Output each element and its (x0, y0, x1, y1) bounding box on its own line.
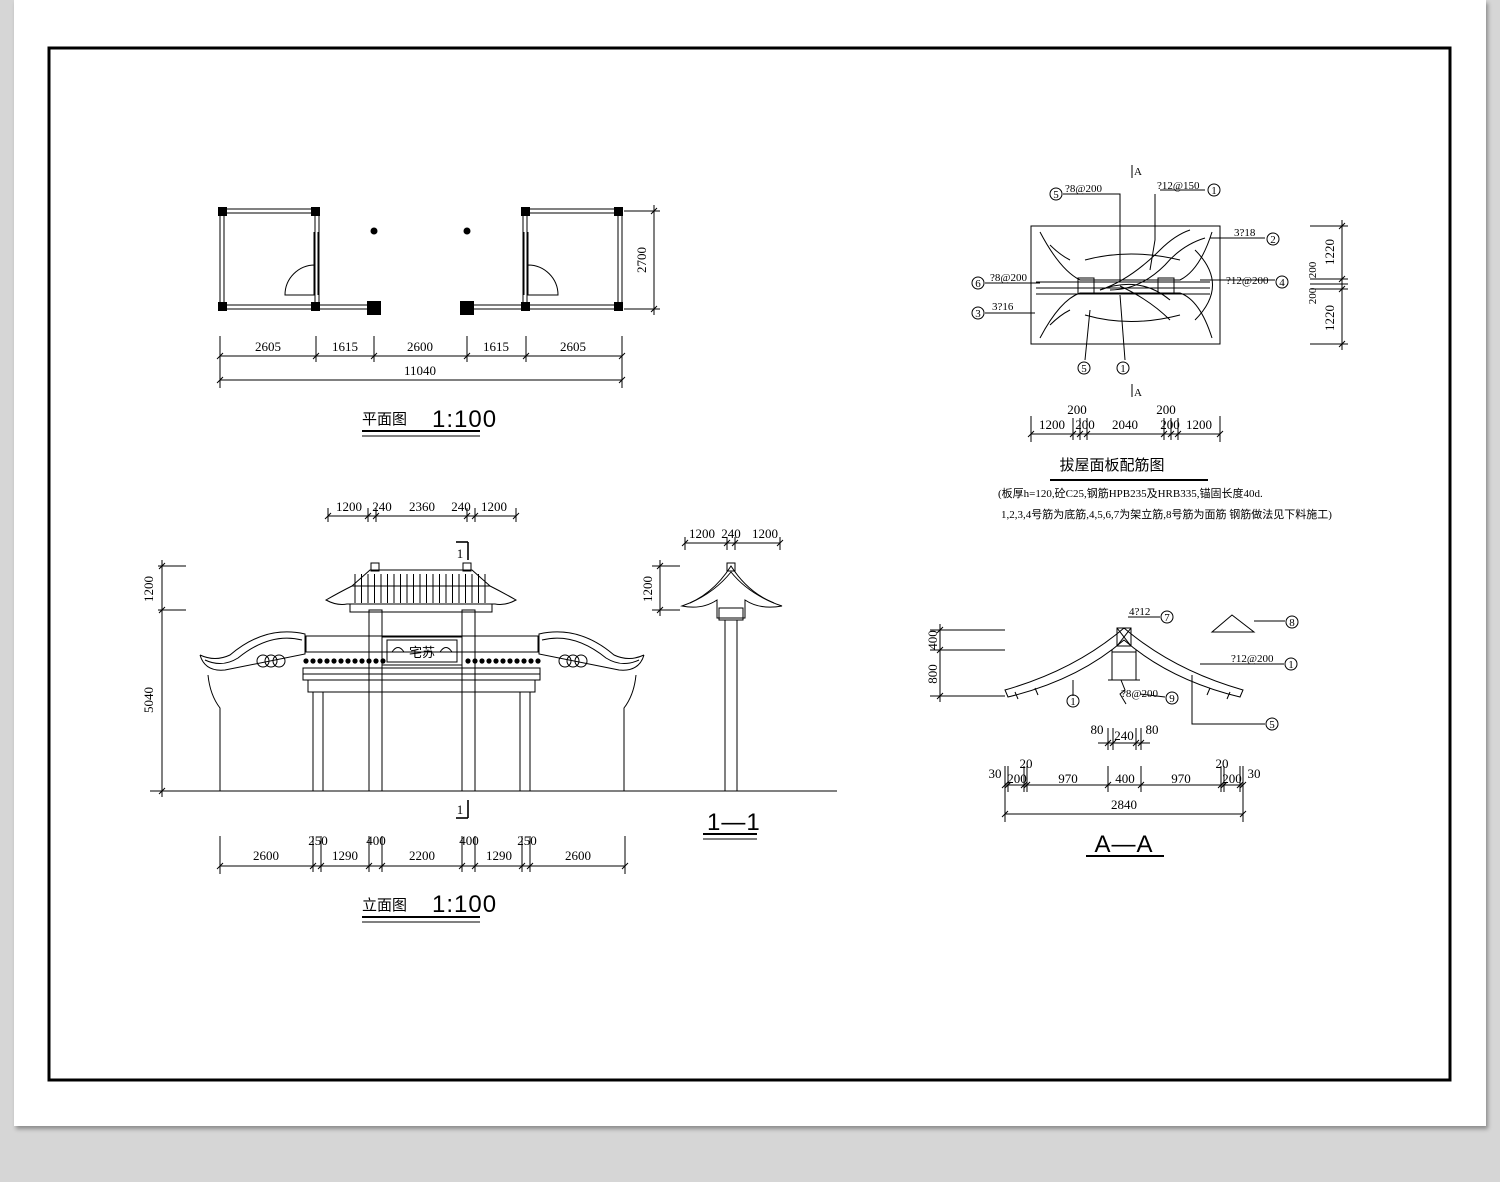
slab-top-dim: 200 (1156, 402, 1176, 417)
plan-scale: 1:100 (432, 406, 497, 433)
slab-right-dim: 1220 (1322, 305, 1337, 331)
section-a-a-title: A—A (1094, 831, 1153, 858)
elev-bottom-dim: 400 (366, 833, 386, 848)
elev-bottom-dim: 2600 (253, 848, 279, 863)
elev-bottom-dim: 250 (517, 833, 537, 848)
rebar-label: ?8@200 (1065, 183, 1103, 195)
aa-bottom-dim: 400 (1115, 771, 1135, 786)
plan-height-dim: 2700 (634, 247, 649, 273)
slab-right-dim: 1220 (1322, 239, 1337, 265)
aa-callout: 1 (1070, 696, 1076, 708)
slab-bottom-dim: 2040 (1112, 417, 1138, 432)
aa-rebar-label: ?12@200 (1231, 653, 1274, 665)
aa-bottom-dim: 200 (1222, 771, 1242, 786)
section-mark: 1 (457, 802, 464, 817)
slab-top-dim: 200 (1067, 402, 1087, 417)
aa-rebar-label: ?8@200 (1121, 688, 1159, 700)
plan-title: 平面图 (362, 411, 407, 428)
aa-bottom-dim: 30 (1248, 766, 1261, 781)
plan-dim: 2605 (255, 339, 281, 354)
slab-bottom-dim: 1200 (1186, 417, 1212, 432)
rebar-callout: 5 (1053, 189, 1059, 201)
elev-bottom-dim: 1290 (486, 848, 512, 863)
rebar-label: ?8@200 (990, 272, 1028, 284)
slab-section-mark: A (1134, 387, 1142, 399)
elev-top-dim: 1200 (336, 499, 362, 514)
section-a-a: 7 8 1 1 9 5 4?12 ?12@200 ?8@200 400 800 … (925, 606, 1299, 858)
section-mark: 1 (457, 546, 464, 561)
aa-callout: 1 (1288, 659, 1294, 671)
aa-bottom-dim: 970 (1171, 771, 1191, 786)
plan-total-dim: 11040 (404, 363, 436, 378)
aa-callout: 7 (1164, 612, 1170, 624)
slab-right-dim: 200 (1307, 287, 1319, 304)
elev-top-dim: 240 (451, 499, 471, 514)
elev-bottom-dim: 2600 (565, 848, 591, 863)
slab-bottom-dim: 200 (1075, 417, 1095, 432)
section-1-1: 1200 240 1200 1200 1—1 (640, 526, 784, 840)
slab-section-mark: A (1134, 166, 1142, 178)
elev-bottom-dim: 250 (308, 833, 328, 848)
rebar-callout: 1 (1120, 363, 1126, 375)
aa-callout: 8 (1289, 617, 1295, 629)
aa-mid-dim: 240 (1114, 728, 1134, 743)
rebar-label: 3?16 (992, 301, 1014, 313)
aa-bottom-dim: 30 (989, 766, 1002, 781)
aa-bottom-dim: 970 (1058, 771, 1078, 786)
elev-bottom-dim: 400 (459, 833, 479, 848)
aa-left-dim: 400 (925, 630, 940, 650)
elevation-scale: 1:100 (432, 891, 497, 918)
plan-dim: 1615 (483, 339, 509, 354)
sec11-left-dim: 1200 (640, 576, 655, 602)
elev-top-dim: 2360 (409, 499, 435, 514)
rebar-label: ?12@150 (1157, 180, 1200, 192)
slab-note: 1,2,3,4号筋为底筋,4,5,6,7为架立筋,8号筋为面筋 钢筋做法见下料施… (1001, 507, 1332, 521)
aa-small-dim: 20 (1020, 756, 1033, 771)
elev-bottom-dim: 2200 (409, 848, 435, 863)
elev-top-dim: 1200 (481, 499, 507, 514)
aa-small-dim: 20 (1216, 756, 1229, 771)
rebar-label: 3?18 (1234, 227, 1256, 239)
rebar-callout: 6 (975, 278, 981, 290)
aa-rebar-label: 4?12 (1129, 606, 1150, 618)
plan-dim: 2605 (560, 339, 586, 354)
plaque-text: 宅苏 (409, 645, 435, 660)
aa-mid-dim: 80 (1146, 722, 1159, 737)
elev-top-dim: 240 (372, 499, 392, 514)
rebar-callout: 3 (975, 308, 981, 320)
rebar-callout: 4 (1279, 277, 1285, 289)
section-1-1-title: 1—1 (707, 809, 761, 836)
elevation-title: 立面图 (362, 897, 407, 914)
elevation-view: 宅苏 1200 240 2360 240 1200 1200 5040 (141, 499, 837, 923)
aa-bottom-dim: 200 (1007, 771, 1027, 786)
sec11-top-dim: 1200 (689, 526, 715, 541)
slab-right-dim: 200 (1307, 261, 1319, 278)
slab-bottom-dim: 200 (1160, 417, 1180, 432)
drawing-border (47, 46, 1452, 1082)
slab-note: (板厚h=120,砼C25,钢筋HPB235及HRB335,锚固长度40d. (998, 486, 1263, 500)
aa-callout: 5 (1269, 719, 1275, 731)
aa-total-dim: 2840 (1111, 797, 1137, 812)
plan-view: 2700 2605 1615 2600 1615 2605 11040 平面图 … (216, 205, 660, 437)
slab-title: 拔屋面板配筋图 (1059, 456, 1164, 474)
rebar-callout: 1 (1211, 185, 1217, 197)
rebar-callout: 5 (1081, 363, 1087, 375)
rebar-label: ?12@200 (1226, 275, 1269, 287)
rebar-callout: 2 (1270, 234, 1276, 246)
plan-dim: 2600 (407, 339, 433, 354)
elev-left-dim: 1200 (141, 576, 156, 602)
aa-mid-dim: 80 (1091, 722, 1104, 737)
aa-left-dim: 800 (925, 664, 940, 684)
sec11-top-dim: 1200 (752, 526, 778, 541)
slab-bottom-dim: 1200 (1039, 417, 1065, 432)
drawing-sheet (14, 0, 1486, 1126)
aa-callout: 9 (1169, 693, 1175, 705)
elev-bottom-dim: 1290 (332, 848, 358, 863)
elev-left-dim: 5040 (141, 687, 156, 713)
slab-rebar-plan: A A 5 1 2 6 3 4 5 1 ?8@200 ?12@150 3?18 … (971, 165, 1348, 521)
sec11-top-dim: 240 (721, 526, 741, 541)
plan-dim: 1615 (332, 339, 358, 354)
